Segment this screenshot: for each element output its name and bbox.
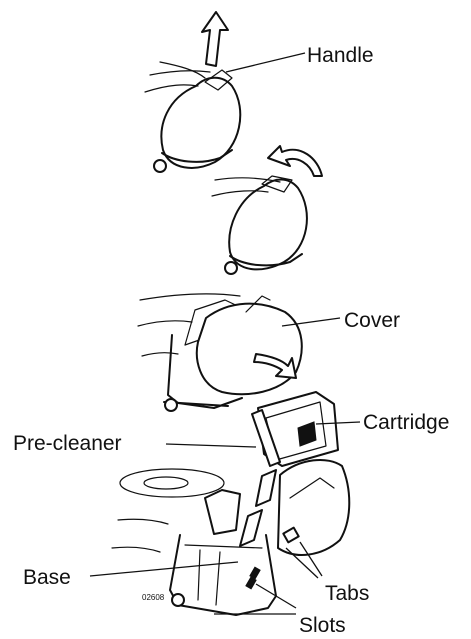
wheel-icon — [165, 399, 177, 411]
base-leader — [90, 562, 238, 576]
handle-leader — [226, 53, 305, 72]
label-slots: Slots — [299, 614, 346, 637]
label-cartridge: Cartridge — [363, 411, 449, 434]
step-2-rotate — [212, 146, 322, 274]
up-arrow-icon — [202, 12, 228, 66]
disc — [120, 469, 224, 497]
label-cover: Cover — [344, 309, 400, 332]
wheel-icon — [225, 262, 237, 274]
label-base: Base — [23, 566, 71, 589]
label-handle: Handle — [307, 44, 374, 67]
wheel-icon — [172, 594, 184, 606]
label-tabs: Tabs — [325, 582, 369, 605]
step-3-open-cover — [138, 294, 302, 411]
cover — [197, 304, 302, 395]
step-4-remove-cartridge — [112, 392, 349, 615]
rotate-arrow-icon — [268, 146, 322, 176]
step-1-lift-handle — [145, 12, 240, 172]
pre-cleaner-leader — [166, 444, 256, 447]
slot — [250, 567, 260, 579]
wheel-icon — [154, 160, 166, 172]
label-pre-cleaner: Pre-cleaner — [13, 432, 122, 455]
slots-leader-2 — [256, 584, 296, 608]
figure-code: 02608 — [142, 593, 165, 602]
